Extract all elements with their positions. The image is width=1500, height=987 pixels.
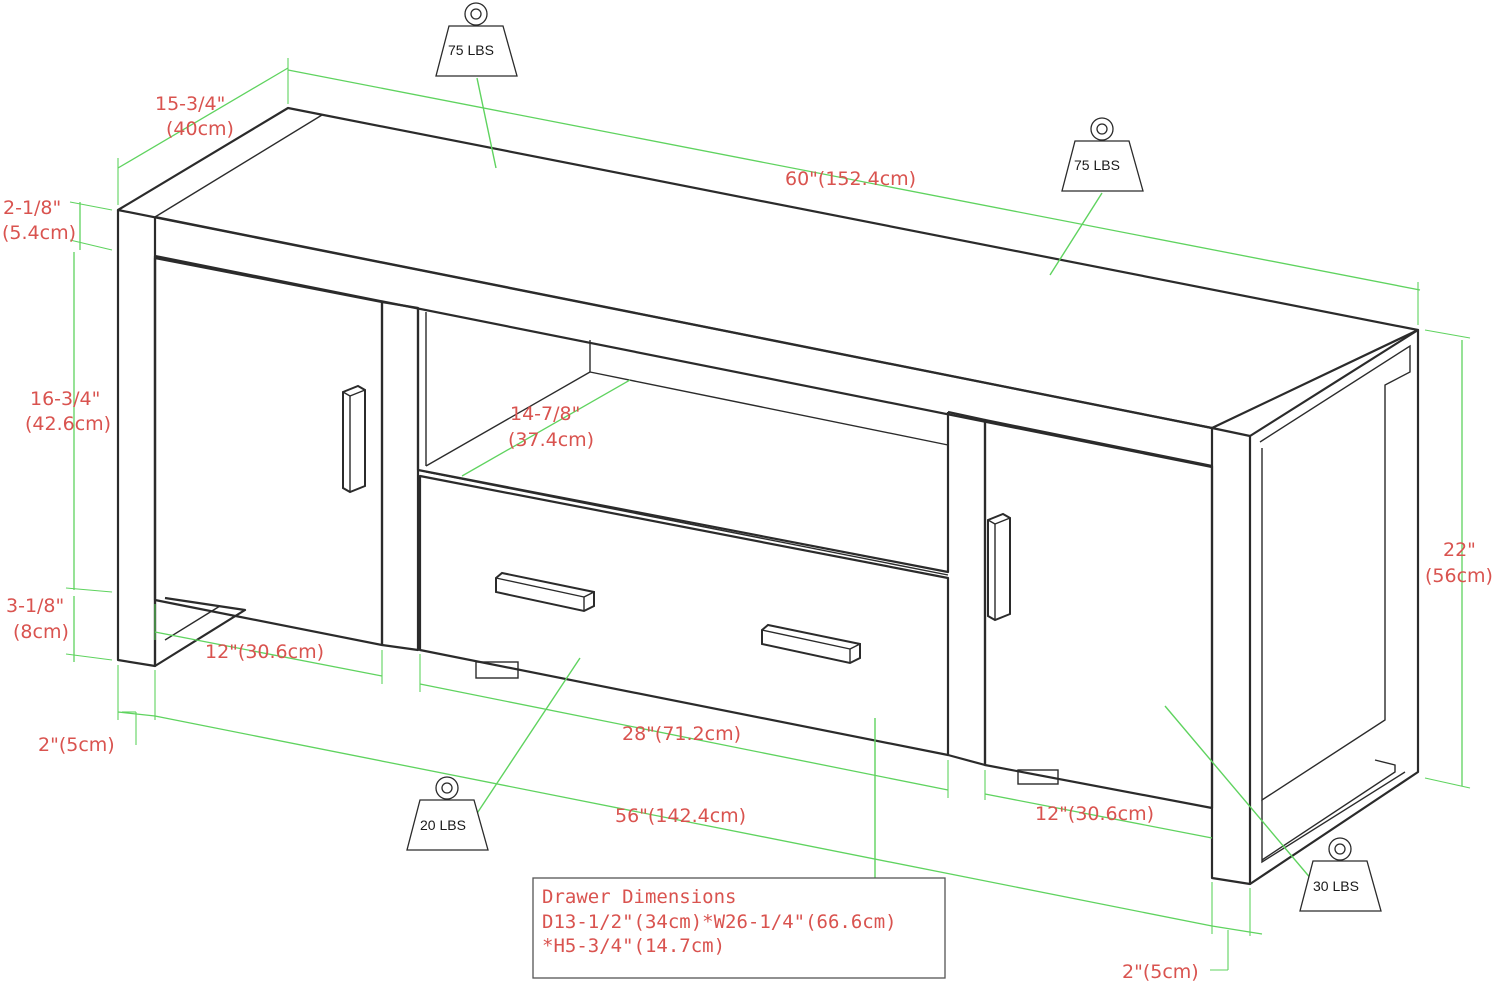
left-door-handle <box>342 384 366 494</box>
center-width-label: 28"(71.2cm) <box>622 723 741 745</box>
weight-marker-drawer: 20 LBS <box>406 657 581 851</box>
tv-stand-drawing <box>116 106 1420 886</box>
drawer-note-title: Drawer Dimensions <box>542 886 736 908</box>
leg-clearance-metric-label: (8cm) <box>13 621 69 643</box>
overall-height-metric-label: (56cm) <box>1425 565 1493 587</box>
weight-label-drawer: 20 LBS <box>420 817 466 833</box>
weight-label-cabinet: 30 LBS <box>1313 878 1359 894</box>
weight-marker-top-right: 75 LBS <box>1049 117 1144 276</box>
right-side-thickness-label: 2"(5cm) <box>1122 961 1199 983</box>
leg-clearance-fraction-label: 3-1/8" <box>6 595 64 617</box>
weight-marker-cabinet: 30 LBS <box>1164 705 1382 912</box>
weight-icon <box>435 25 518 77</box>
left-side-panel <box>116 210 157 668</box>
cabinet-height-fraction-label: 16-3/4" <box>30 388 100 410</box>
shelf-depth-metric-label: (37.4cm) <box>508 429 594 451</box>
right-side-panel <box>1210 426 1252 886</box>
inner-width-label: 56"(142.4cm) <box>615 805 746 827</box>
weight-label-top-right: 75 LBS <box>1074 157 1120 173</box>
right-door-handle <box>987 512 1011 622</box>
weight-icon <box>1299 860 1382 912</box>
weight-icon <box>1061 140 1144 192</box>
center-drawer <box>418 474 950 757</box>
weight-marker-top-left: 75 LBS <box>435 2 518 169</box>
drawer-note-line1: D13-1/2"(34cm)*W26-1/4"(66.6cm) <box>542 911 897 933</box>
left-side-thickness-label: 2"(5cm) <box>38 734 115 756</box>
depth-metric-label: (40cm) <box>166 118 234 140</box>
top-surface <box>116 106 1420 430</box>
overall-height-fraction-label: 22" <box>1443 539 1476 561</box>
drawer-dimensions-note: Drawer Dimensions D13-1/2"(34cm)*W26-1/4… <box>532 877 946 979</box>
drawer-handle-left <box>495 571 595 613</box>
depth-fraction-label: 15-3/4" <box>155 93 225 115</box>
cabinet-height-metric-label: (42.6cm) <box>25 413 111 435</box>
right-cabinet-width-label: 12"(30.6cm) <box>1035 803 1154 825</box>
top-thickness-fraction-label: 2-1/8" <box>3 197 61 219</box>
dimension-labels: 15-3/4" (40cm) 60"(152.4cm) 2-1/8" (5.4c… <box>2 93 1493 983</box>
width-label: 60"(152.4cm) <box>785 168 916 190</box>
drawer-note-line2: *H5-3/4"(14.7cm) <box>542 935 725 957</box>
dimension-lines <box>65 58 1471 971</box>
weight-label-top-left: 75 LBS <box>448 42 494 58</box>
drawer-handle-right <box>761 623 861 665</box>
right-door <box>983 418 1214 810</box>
weight-icon <box>406 799 489 851</box>
top-thickness-metric-label: (5.4cm) <box>2 222 76 244</box>
shelf-depth-fraction-label: 14-7/8" <box>510 403 580 425</box>
left-cabinet-width-label: 12"(30.6cm) <box>205 641 324 663</box>
